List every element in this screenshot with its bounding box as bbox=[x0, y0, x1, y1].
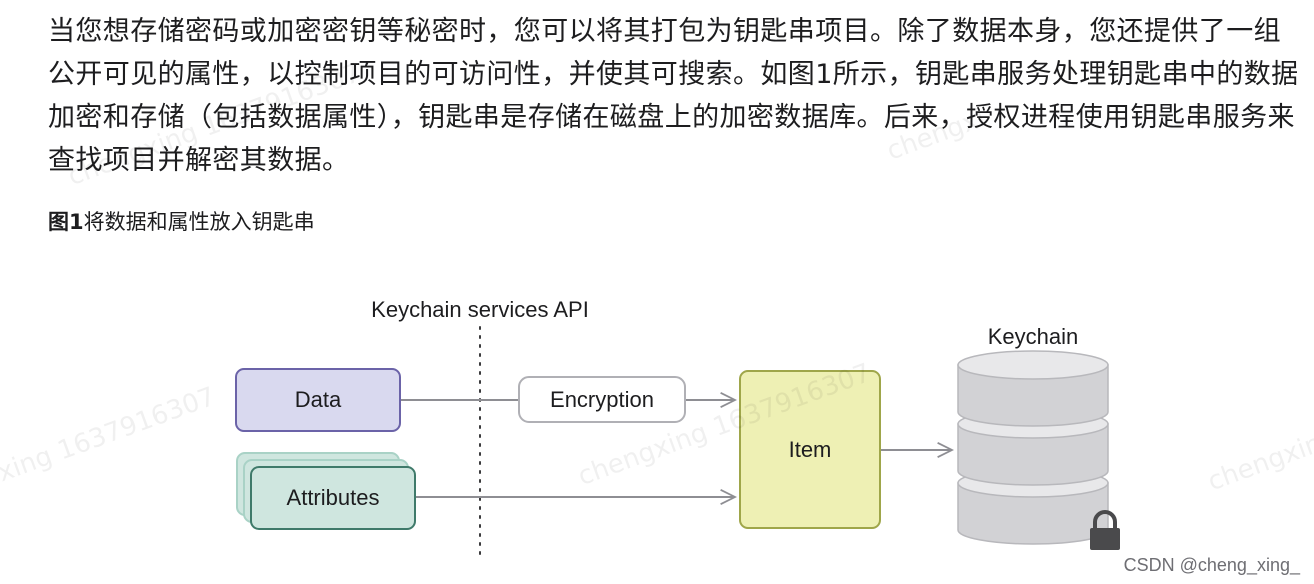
figure-caption-text: 将数据和属性放入钥匙串 bbox=[83, 210, 315, 234]
figure-number: 图1 bbox=[48, 210, 84, 234]
api-label: Keychain services API bbox=[371, 297, 589, 322]
encryption-box bbox=[518, 376, 686, 423]
source-credit: CSDN @cheng_xing_ bbox=[1123, 555, 1300, 575]
keychain-database-icon bbox=[957, 350, 1109, 545]
attributes-box bbox=[250, 466, 416, 530]
figure-caption: 图1将数据和属性放入钥匙串 bbox=[48, 207, 315, 237]
item-box bbox=[739, 370, 881, 529]
keychain-label: Keychain bbox=[988, 324, 1079, 349]
item-label: Item bbox=[789, 437, 832, 462]
data-label: Data bbox=[295, 387, 342, 412]
lock-icon bbox=[1090, 510, 1120, 550]
body-paragraph: 当您想存储密码或加密密钥等秘密时，您可以将其打包为钥匙串项目。除了数据本身，您还… bbox=[48, 16, 1299, 176]
attributes-label: Attributes bbox=[287, 485, 380, 510]
encryption-label: Encryption bbox=[550, 387, 654, 412]
data-box bbox=[235, 368, 401, 432]
